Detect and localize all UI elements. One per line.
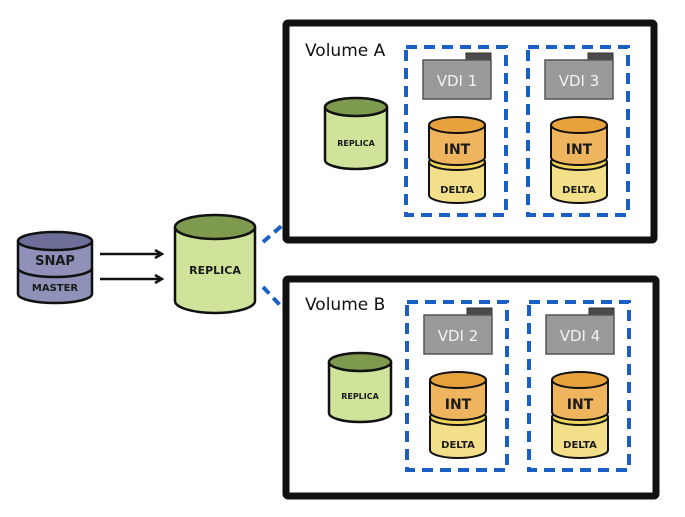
vdi-group: VDI 3 DELTA INT	[526, 45, 630, 217]
snap-master-disk: SNAP MASTER	[16, 230, 94, 305]
delta-label: DELTA	[562, 185, 596, 196]
vdi-dashed-frame	[526, 45, 630, 217]
vdi-folder-icon: VDI 4	[545, 307, 615, 355]
vdi-dashed-frame	[527, 300, 631, 472]
int-disk: INT	[428, 116, 486, 166]
vdi-dashed-frame	[405, 300, 509, 472]
volume-b-title: Volume B	[305, 295, 385, 315]
snap-label: SNAP	[35, 254, 75, 269]
vdi-group: VDI 4 DELTA INT	[527, 300, 631, 472]
int-label: INT	[444, 142, 471, 158]
vdi-folder-icon: VDI 1	[422, 52, 492, 100]
volume-a-replica-disk: REPLICA	[323, 96, 389, 171]
main-replica-disk: REPLICA	[173, 213, 257, 315]
vdi-dashed-frame	[404, 45, 508, 217]
delta-label: DELTA	[563, 440, 597, 451]
int-label: INT	[445, 397, 472, 413]
volume-a: Volume A REPLICA VDI 1 DELTA INT VDI 3 DELT…	[282, 19, 658, 244]
vdi-name: VDI 2	[438, 327, 479, 345]
int-disk: INT	[429, 371, 487, 421]
vdi-folder-icon: VDI 2	[423, 307, 493, 355]
volume-b-replica-disk: REPLICA	[327, 351, 393, 424]
vdi-name: VDI 1	[437, 72, 478, 90]
vdi-folder-icon: VDI 3	[544, 52, 614, 100]
volume-a-title: Volume A	[305, 41, 386, 61]
volume-a-replica-label: REPLICA	[337, 139, 375, 148]
int-disk: INT	[551, 371, 609, 421]
master-label: MASTER	[32, 283, 79, 294]
vdi-group: VDI 2 DELTA INT	[405, 300, 509, 472]
vdi-name: VDI 3	[559, 72, 600, 90]
int-disk: INT	[550, 116, 608, 166]
volume-b: Volume B REPLICA VDI 2 DELTA INT VDI 4 DELT…	[282, 275, 660, 500]
main-replica-label: REPLICA	[189, 264, 241, 277]
delta-label: DELTA	[440, 185, 474, 196]
vdi-group: VDI 1 DELTA INT	[404, 45, 508, 217]
int-label: INT	[567, 397, 594, 413]
delta-label: DELTA	[441, 440, 475, 451]
vdi-name: VDI 4	[560, 327, 601, 345]
volume-b-replica-label: REPLICA	[341, 392, 379, 401]
int-label: INT	[566, 142, 593, 158]
